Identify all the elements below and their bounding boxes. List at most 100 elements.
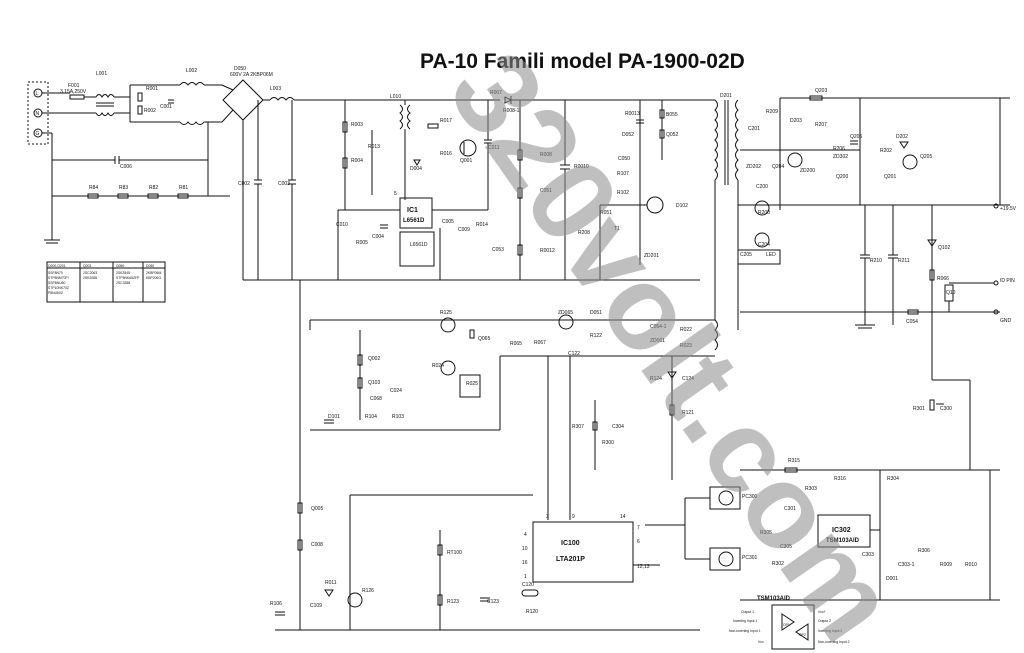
- svg-text:R104: R104: [365, 414, 377, 420]
- svg-text:LED: LED: [766, 252, 776, 258]
- svg-text:D202: D202: [896, 134, 908, 140]
- svg-text:OP2: OP2: [799, 633, 806, 637]
- svg-text:R010: R010: [965, 562, 977, 568]
- svg-text:R307: R307: [572, 424, 584, 430]
- svg-text:R023: R023: [680, 343, 692, 349]
- svg-text:R303: R303: [805, 486, 817, 492]
- svg-text:1: 1: [524, 574, 527, 580]
- svg-text:Q050: Q050: [116, 264, 124, 268]
- svg-text:9: 9: [572, 514, 575, 520]
- svg-text:C124: C124: [682, 376, 694, 382]
- optocouplers: PC300 PC301: [685, 486, 758, 571]
- svg-text:L6561D: L6561D: [410, 242, 428, 248]
- svg-text:PC301: PC301: [742, 555, 758, 561]
- terminal-l: L: [36, 91, 39, 97]
- svg-text:ZD302: ZD302: [833, 154, 848, 160]
- svg-text:7: 7: [637, 525, 640, 531]
- svg-text:R025: R025: [466, 381, 478, 387]
- output-gnd: GND: [1000, 318, 1012, 324]
- svg-text:Vcc: Vcc: [758, 640, 764, 644]
- svg-text:P8NU60Z: P8NU60Z: [48, 291, 63, 295]
- svg-text:R022: R022: [680, 327, 692, 333]
- svg-text:R305: R305: [760, 530, 772, 536]
- svg-text:L6561D: L6561D: [403, 218, 425, 224]
- ic100-lta201p: IC100 LTA201P 4 10 16 1 7 6 12,13 3 9 14: [349, 494, 686, 630]
- svg-text:Q065: Q065: [478, 336, 490, 342]
- svg-text:R208: R208: [578, 230, 590, 236]
- svg-text:IC302: IC302: [832, 527, 851, 534]
- svg-text:D051: D051: [590, 310, 602, 316]
- part-substitution-table: Q200,Q201 SSF8N70 STP8NM70FI SSP8NU60 ST…: [46, 261, 166, 303]
- svg-text:3: 3: [546, 514, 549, 520]
- watermark: 320volt.com: [424, 29, 923, 653]
- svg-text:2SK2845: 2SK2845: [116, 271, 130, 275]
- bulk-caps-c002-c003: C002 C003: [238, 100, 700, 281]
- svg-text:R126: R126: [362, 588, 374, 594]
- svg-text:C300: C300: [940, 406, 952, 412]
- svg-text:R84: R84: [89, 185, 98, 191]
- svg-text:Q205: Q205: [920, 154, 932, 160]
- svg-text:SSF8N70: SSF8N70: [48, 271, 63, 275]
- svg-text:C004: C004: [372, 234, 384, 240]
- svg-text:LTA201P: LTA201P: [556, 556, 585, 563]
- svg-text:Q200: Q200: [836, 174, 848, 180]
- svg-text:IC1: IC1: [407, 207, 418, 214]
- svg-text:L001: L001: [96, 71, 107, 77]
- svg-text:KBP206G: KBP206G: [146, 276, 161, 280]
- ic100-peripherals: RT100 R123 C123 C120 R120: [437, 530, 539, 630]
- svg-text:R124: R124: [650, 376, 662, 382]
- svg-text:12,13: 12,13: [637, 564, 650, 570]
- svg-text:STP5NK65ZFP: STP5NK65ZFP: [116, 276, 140, 280]
- svg-text:R209: R209: [766, 109, 778, 115]
- svg-text:D102: D102: [676, 203, 688, 209]
- sync-rectifier: C200 R200 C204 C205 LED: [737, 184, 1010, 265]
- svg-text:C109: C109: [310, 603, 322, 609]
- svg-text:C005: C005: [442, 219, 454, 225]
- svg-text:R103: R103: [392, 414, 404, 420]
- svg-text:R017: R017: [440, 118, 452, 124]
- svg-text:C301: C301: [784, 506, 796, 512]
- svg-text:R206: R206: [833, 146, 845, 152]
- svg-text:Non-inverting Input 2: Non-inverting Input 2: [818, 640, 850, 644]
- terminal-g: G: [36, 131, 40, 137]
- svg-text:C053: C053: [492, 247, 504, 253]
- svg-text:C024: C024: [390, 388, 402, 394]
- svg-text:R301: R301: [913, 406, 925, 412]
- svg-text:R008: R008: [540, 152, 552, 158]
- svg-text:Vcc+: Vcc+: [818, 610, 826, 614]
- auxiliary-supply: R125 Q065 R065 R067 ZD065 D051 R122 C122…: [299, 280, 715, 630]
- svg-text:D004: D004: [410, 166, 422, 172]
- svg-text:R008-1: R008-1: [503, 108, 520, 114]
- voltage-current-feedback: R301 C300 R315 R316 R303 R304 C301 R305 …: [740, 379, 1000, 601]
- svg-text:R102: R102: [617, 190, 629, 196]
- svg-text:R067: R067: [534, 340, 546, 346]
- svg-text:R001: R001: [146, 86, 158, 92]
- svg-text:R009: R009: [940, 562, 952, 568]
- svg-text:R304: R304: [887, 476, 899, 482]
- svg-text:4: 4: [524, 532, 527, 538]
- svg-text:C200: C200: [756, 184, 768, 190]
- svg-text:Inverting Input 2: Inverting Input 2: [818, 629, 842, 633]
- fuse-f001: F001 3.15A,250V: [60, 83, 96, 100]
- svg-text:R316: R316: [834, 476, 846, 482]
- svg-text:C011: C011: [488, 145, 500, 151]
- output-id-pin: ID PIN: [1000, 278, 1015, 284]
- svg-text:Q103: Q103: [368, 380, 380, 386]
- svg-text:Inverting Input 1: Inverting Input 1: [733, 619, 757, 623]
- svg-text:R107: R107: [617, 171, 629, 177]
- choke-l002: L002: [179, 68, 222, 125]
- svg-text:R003: R003: [351, 122, 363, 128]
- svg-text:R013: R013: [368, 144, 380, 150]
- svg-text:STP10NK70Z: STP10NK70Z: [48, 286, 69, 290]
- svg-text:D050: D050: [234, 66, 246, 72]
- svg-text:C009: C009: [458, 227, 470, 233]
- svg-text:16: 16: [522, 560, 528, 566]
- svg-text:3.15A,250V: 3.15A,250V: [60, 89, 87, 95]
- svg-text:Q201: Q201: [884, 174, 896, 180]
- svg-text:2KBP06M: 2KBP06M: [146, 271, 161, 275]
- svg-text:TSM103AID: TSM103AID: [826, 538, 860, 544]
- svg-text:R106: R106: [270, 601, 282, 607]
- y-cap-and-discharge-resistors: C006 R84 R83 R82 R81: [52, 122, 230, 199]
- svg-text:R004: R004: [351, 158, 363, 164]
- svg-text:R125: R125: [440, 310, 452, 316]
